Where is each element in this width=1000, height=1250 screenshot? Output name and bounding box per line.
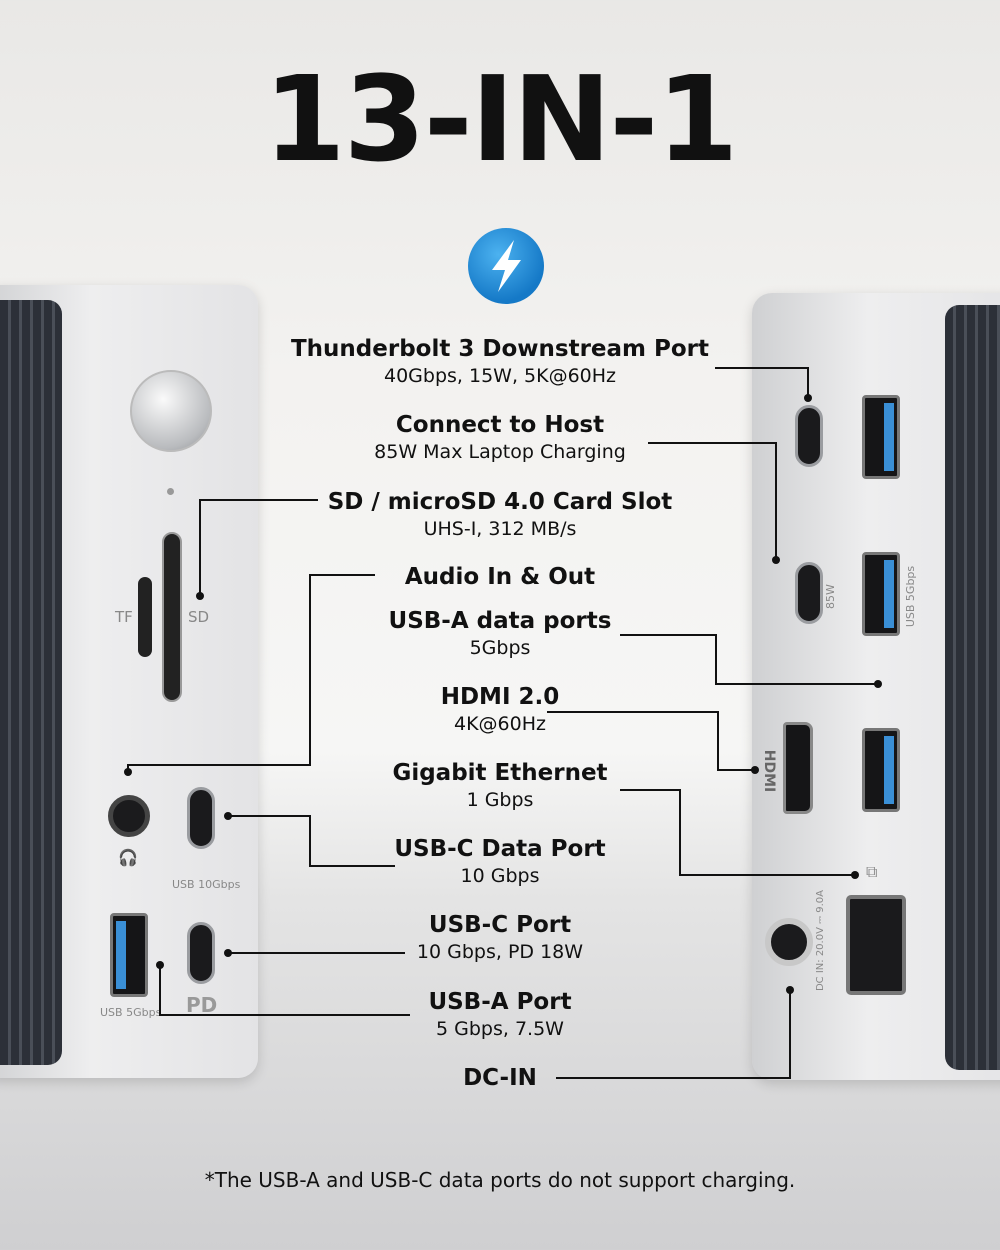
label-sub: 10 Gbps <box>460 865 540 887</box>
label-sub: 85W Max Laptop Charging <box>374 441 626 463</box>
sd-label: SD <box>188 608 210 626</box>
usb-a-data-port-1 <box>862 395 900 479</box>
label-ethernet: Gigabit Ethernet 1 Gbps <box>280 759 720 813</box>
leader-usb-a-port <box>159 965 410 1016</box>
heatsink-fins-right <box>945 305 1000 1070</box>
usb-a-data-port-3 <box>862 728 900 812</box>
leader-ethernet <box>620 789 855 876</box>
label-heading: USB-A Port <box>428 989 572 1015</box>
leader-hdmi <box>547 711 755 771</box>
leader-usb-c-data <box>228 815 395 867</box>
label-heading: Connect to Host <box>395 412 605 438</box>
label-sub: 1 Gbps <box>466 789 534 811</box>
label-heading: USB-A data ports <box>388 608 612 634</box>
label-heading: USB-C Port <box>428 912 572 938</box>
label-usb-c-port: USB-C Port 10 Gbps, PD 18W <box>280 911 720 965</box>
headphone-icon: 🎧 <box>118 848 138 867</box>
label-hdmi: HDMI 2.0 4K@60Hz <box>280 683 720 737</box>
ethernet-port <box>846 895 906 995</box>
dot-audio <box>124 768 132 776</box>
leader-audio <box>127 574 375 772</box>
label-sub: 10 Gbps, PD 18W <box>416 941 584 963</box>
usb10-label: USB 10Gbps <box>172 878 241 891</box>
tf-label: TF <box>115 608 133 626</box>
usb-c-data-port <box>187 787 215 849</box>
status-led <box>167 488 174 495</box>
label-sub: 5 Gbps, 7.5W <box>436 1018 564 1040</box>
ethernet-icon: ⧉ <box>866 862 878 881</box>
label-thunderbolt-downstream: Thunderbolt 3 Downstream Port 40Gbps, 15W… <box>280 335 720 389</box>
label-sub: 4K@60Hz <box>454 713 546 735</box>
label-heading: Audio In & Out <box>404 564 596 590</box>
label-heading: HDMI 2.0 <box>440 684 560 710</box>
dot-usb-c-data <box>224 812 232 820</box>
audio-jack <box>108 795 150 837</box>
label-usb-a-port: USB-A Port 5 Gbps, 7.5W <box>280 988 720 1042</box>
label-usb-a-data: USB-A data ports 5Gbps <box>280 607 720 661</box>
heatsink-fins <box>0 300 62 1065</box>
label-sub: UHS-I, 312 MB/s <box>423 518 577 540</box>
leader-host <box>648 442 777 560</box>
label-heading: Gigabit Ethernet <box>392 760 608 786</box>
usb-a-data-port-2 <box>862 552 900 636</box>
leader-tb3 <box>715 367 809 398</box>
label-connect-to-host: Connect to Host 85W Max Laptop Charging <box>280 411 720 465</box>
dot-host <box>772 556 780 564</box>
label-audio: Audio In & Out <box>280 563 720 591</box>
pd-label: PD <box>186 993 218 1017</box>
leader-sd <box>199 499 318 596</box>
label-sub: 40Gbps, 15W, 5K@60Hz <box>383 365 617 387</box>
thunderbolt-icon <box>468 228 544 304</box>
label-usb-c-data: USB-C Data Port 10 Gbps <box>280 835 720 889</box>
dot-usb-c-port <box>224 949 232 957</box>
label-sub: 5Gbps <box>469 637 531 659</box>
hdmi-port <box>783 722 813 814</box>
label-heading: USB-C Data Port <box>394 836 606 862</box>
thunderbolt-host-port <box>795 562 823 624</box>
thunderbolt-downstream-port <box>795 405 823 467</box>
dot-hdmi <box>751 766 759 774</box>
dot-usb-a-data <box>874 680 882 688</box>
dot-dc-in <box>786 986 794 994</box>
leader-usb-a-data <box>620 634 878 685</box>
leader-dc-in <box>556 990 791 1079</box>
footnote: *The USB-A and USB-C data ports do not s… <box>204 1168 796 1192</box>
dot-sd <box>196 592 204 600</box>
dot-tb3 <box>804 394 812 402</box>
page-title: 13-IN-1 <box>263 50 739 188</box>
usb5-left-label: USB 5Gbps <box>100 1006 162 1019</box>
dot-usb-a-port <box>156 961 164 969</box>
usb-c-pd-port <box>187 922 215 984</box>
label-heading: SD / microSD 4.0 Card Slot <box>327 489 673 515</box>
label-dc-in: DC-IN <box>280 1064 720 1092</box>
power-button[interactable] <box>130 370 212 452</box>
sd-slot <box>162 532 182 702</box>
dc-in-jack <box>765 918 813 966</box>
label-heading: Thunderbolt 3 Downstream Port <box>290 336 709 362</box>
microsd-slot <box>138 577 152 657</box>
label-heading: DC-IN <box>463 1065 537 1091</box>
usb-a-port <box>110 913 148 997</box>
dot-ethernet <box>851 871 859 879</box>
